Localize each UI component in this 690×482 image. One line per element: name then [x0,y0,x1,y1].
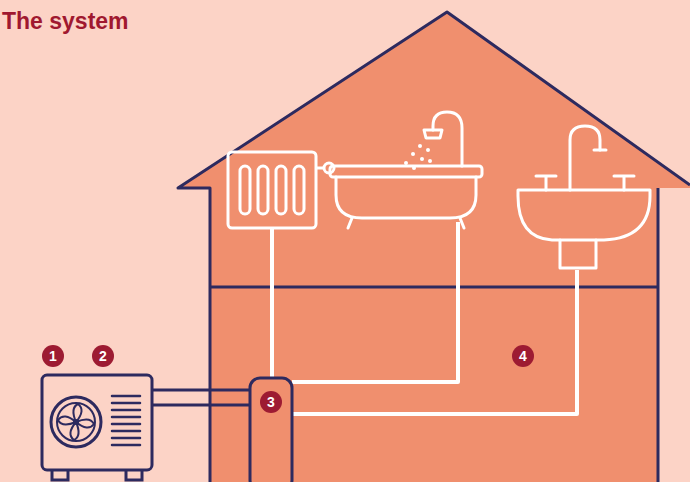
heat-pump-unit [42,375,250,480]
bath-symbol [330,112,482,228]
diagram-title: The system [2,10,129,33]
floor-line [210,286,658,289]
house-wall [657,188,660,482]
callout-number: 1 [42,345,64,367]
shower-spray [404,144,432,170]
radiator-symbol [228,152,334,228]
pipes [272,222,577,414]
water-cylinder [250,378,292,482]
callout-number: 2 [92,345,114,367]
sink-symbol [518,126,650,268]
callout-number: 4 [512,345,534,367]
callout-number: 3 [260,391,282,413]
